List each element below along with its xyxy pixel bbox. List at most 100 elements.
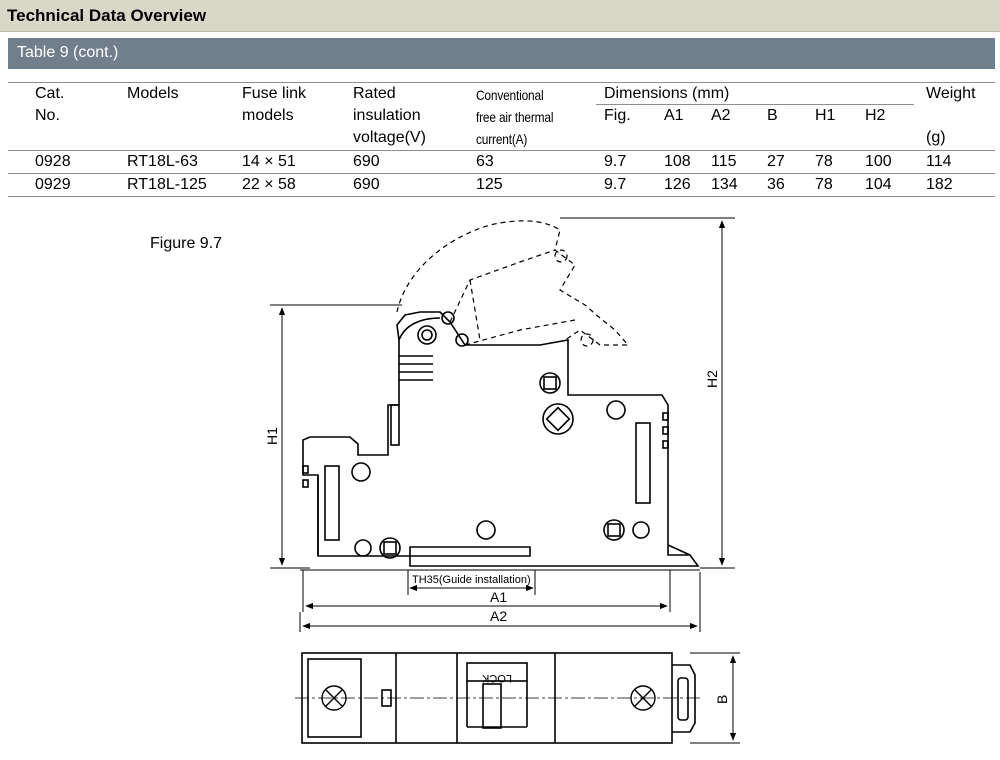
dim-a1 xyxy=(302,570,671,612)
cell-a1: 108 xyxy=(664,153,691,170)
cell-h1: 78 xyxy=(815,176,833,193)
rib-lines xyxy=(399,355,433,381)
table-title: Table 9 (cont.) xyxy=(17,44,119,61)
din-rail xyxy=(300,569,700,595)
screw-hole xyxy=(632,521,650,539)
terminal-square xyxy=(543,376,557,390)
cell-fuse: 22 × 58 xyxy=(242,176,296,193)
table-caption-bar: Table 9 (cont.) xyxy=(8,38,995,69)
row-divider xyxy=(8,173,995,174)
header-bottom-rule xyxy=(8,150,995,151)
specification-table: Cat. No. Models Fuse link models Rated i… xyxy=(8,82,995,200)
dim-a1-label: A1 xyxy=(490,589,507,605)
cell-a1: 126 xyxy=(664,176,691,193)
open-lever-dashed xyxy=(396,220,630,347)
header-cat-line2: No. xyxy=(35,107,60,124)
header-rated-line3: voltage(V) xyxy=(353,129,426,146)
cell-a2: 115 xyxy=(711,153,737,170)
header-fuse-line2: models xyxy=(242,107,294,124)
cell-fig: 9.7 xyxy=(604,176,627,193)
side-view xyxy=(302,311,700,567)
header-cat-line1: Cat. xyxy=(35,85,65,102)
screw-hole xyxy=(606,400,626,420)
cell-cat: 0929 xyxy=(35,176,71,193)
cell-voltage: 690 xyxy=(353,176,380,193)
screw-hole xyxy=(476,520,496,540)
right-slot xyxy=(635,422,651,504)
dim-h1-label: H1 xyxy=(264,427,280,445)
left-slot xyxy=(324,465,340,541)
lock-slot xyxy=(482,683,502,729)
header-rated-line1: Rated xyxy=(353,85,396,102)
pivot-hole xyxy=(455,333,469,347)
cross-screw xyxy=(542,403,574,435)
terminal-square xyxy=(607,523,621,537)
cell-voltage: 690 xyxy=(353,153,380,170)
figure-caption: Figure 9.7 xyxy=(150,235,223,252)
dimensions-group-rule xyxy=(596,104,914,105)
right-clip xyxy=(672,664,696,733)
terminal-screw xyxy=(379,537,401,559)
dim-h2-label: H2 xyxy=(704,370,720,388)
header-a1: A1 xyxy=(664,107,684,124)
dim-h2 xyxy=(560,217,735,569)
cell-model: RT18L-125 xyxy=(127,176,207,193)
lock-label: LOCK xyxy=(481,672,512,684)
pivot-hole xyxy=(441,311,455,325)
notch xyxy=(662,426,669,435)
body-outline xyxy=(302,311,700,567)
cell-fig: 9.7 xyxy=(604,153,627,170)
cell-current: 125 xyxy=(476,176,503,193)
cell-cat: 0928 xyxy=(35,153,71,170)
header-conv-line2: free air thermal xyxy=(476,109,554,125)
screw-hole xyxy=(417,325,437,345)
terminal-screw xyxy=(539,372,561,394)
dim-b xyxy=(690,652,740,744)
table-bottom-rule xyxy=(8,196,995,197)
header-rated-line2: insulation xyxy=(353,107,421,124)
cell-b: 27 xyxy=(767,153,785,170)
screw-hole xyxy=(421,329,433,341)
header-conv-line1: Conventional xyxy=(476,87,544,103)
section-title: Technical Data Overview xyxy=(7,6,207,25)
header-b: B xyxy=(767,107,778,124)
header-fuse-line1: Fuse link xyxy=(242,85,307,102)
left-upper-slot xyxy=(390,404,400,446)
section-header: Technical Data Overview xyxy=(0,0,1000,32)
notch xyxy=(662,412,669,421)
header-models: Models xyxy=(127,85,179,102)
header-h1: H1 xyxy=(815,107,836,124)
cell-b: 36 xyxy=(767,176,785,193)
cell-h2: 100 xyxy=(865,153,892,170)
rail-clip xyxy=(667,544,691,556)
terminal-screw xyxy=(603,519,625,541)
cap-arc xyxy=(398,317,441,341)
cross-screw-slot xyxy=(545,406,571,432)
cell-h1: 78 xyxy=(815,153,833,170)
terminal-square xyxy=(383,541,397,555)
right-clip-slot xyxy=(677,677,689,721)
header-h2: H2 xyxy=(865,107,886,124)
notch xyxy=(302,479,309,488)
header-fig: Fig. xyxy=(604,107,631,124)
screw-hole xyxy=(354,539,372,557)
cell-h2: 104 xyxy=(865,176,892,193)
screw-hole xyxy=(351,462,371,482)
cell-current: 63 xyxy=(476,153,494,170)
dim-a2 xyxy=(299,572,701,632)
lock-window xyxy=(466,662,528,682)
header-weight-line2: (g) xyxy=(926,129,946,146)
dim-b-label: B xyxy=(714,695,730,704)
notch xyxy=(302,465,309,474)
table-top-rule xyxy=(8,82,995,83)
header-conv-line3: current(A) xyxy=(476,131,528,147)
dim-h1 xyxy=(270,304,402,569)
rail-label: TH35(Guide installation) xyxy=(412,574,531,586)
cell-a2: 134 xyxy=(711,176,738,193)
header-a2: A2 xyxy=(711,107,731,124)
header-dimensions: Dimensions (mm) xyxy=(604,85,730,102)
dim-a2-label: A2 xyxy=(490,608,507,624)
cell-model: RT18L-63 xyxy=(127,153,198,170)
cell-weight: 182 xyxy=(926,176,953,193)
